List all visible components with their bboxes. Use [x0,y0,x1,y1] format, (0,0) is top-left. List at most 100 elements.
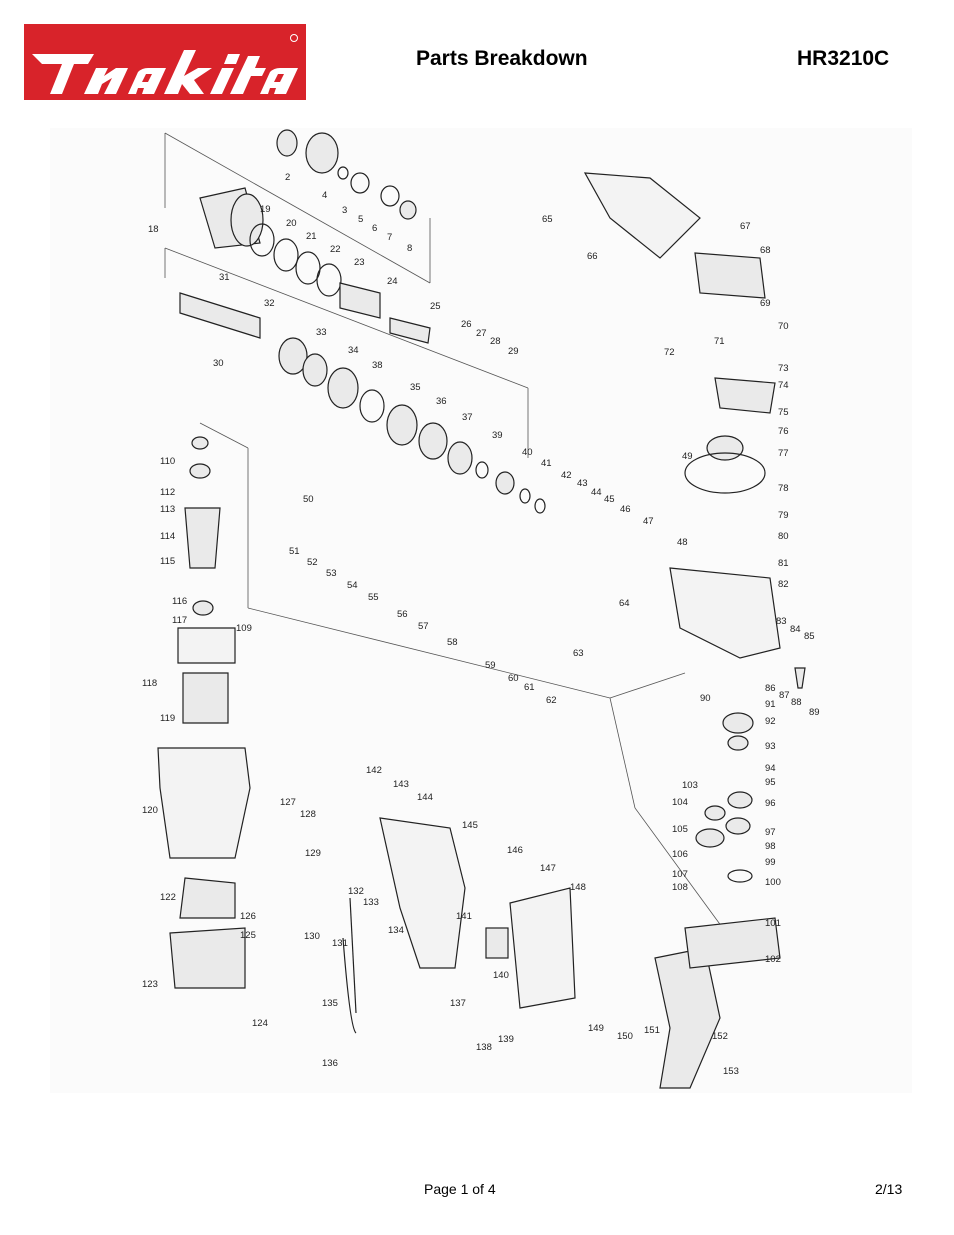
part-label: 129 [305,848,321,859]
part-label: 135 [322,998,338,1009]
part-label: 108 [672,882,688,893]
part-label: 139 [498,1034,514,1045]
part-label: 85 [804,631,815,642]
part-label: 143 [393,779,409,790]
part-label: 99 [765,857,776,868]
part-label: 93 [765,741,776,752]
part-label: 81 [778,558,789,569]
part-label: 2 [285,172,290,183]
part-label: 51 [289,546,300,557]
part-label: 105 [672,824,688,835]
part-label: 36 [436,396,447,407]
part-label: 49 [682,451,693,462]
part-label: 138 [476,1042,492,1053]
part-label: 29 [508,346,519,357]
part-label: 134 [388,925,404,936]
part-label: 34 [348,345,359,356]
part-label: 7 [387,232,392,243]
part-label: 78 [778,483,789,494]
part-label: 106 [672,849,688,860]
part-label: 52 [307,557,318,568]
part-label: 147 [540,863,556,874]
part-label: 4 [322,190,327,201]
part-label: 89 [809,707,820,718]
part-label: 128 [300,809,316,820]
part-label: 68 [760,245,771,256]
part-label: 150 [617,1031,633,1042]
part-label: 76 [778,426,789,437]
part-label: 92 [765,716,776,727]
part-label: 26 [461,319,472,330]
part-label: 102 [765,954,781,965]
part-label: 113 [160,504,175,515]
part-label: 63 [573,648,584,659]
part-label: 44 [591,487,602,498]
part-label: 21 [306,231,317,242]
part-label: 136 [322,1058,338,1069]
part-label: 47 [643,516,654,527]
part-label: 82 [778,579,789,590]
part-label: 100 [765,877,781,888]
part-label: 22 [330,244,341,255]
part-label: 80 [778,531,789,542]
part-label: 126 [240,911,256,922]
part-label: 151 [644,1025,660,1036]
part-label: 94 [765,763,776,774]
part-label: 148 [570,882,586,893]
part-label: 73 [778,363,789,374]
part-label: 46 [620,504,631,515]
part-label: 101 [765,918,781,929]
part-label: 3 [342,205,347,216]
part-label: 55 [368,592,379,603]
part-label: 48 [677,537,688,548]
part-label: 84 [790,624,801,635]
revision-date: 2/13 [875,1181,903,1197]
part-label: 133 [363,897,379,908]
part-label: 122 [160,892,176,903]
part-label: 66 [587,251,598,262]
part-label: 114 [160,531,175,542]
part-label: 75 [778,407,789,418]
part-label: 77 [778,448,789,459]
part-label: 30 [213,358,224,369]
part-label: 112 [160,487,175,498]
part-label: 103 [682,780,698,791]
part-label: 130 [304,931,320,942]
exploded-parts-diagram: 2 4 3 5 6 7 8 18 19 20 21 22 23 24 25 26… [50,128,912,1093]
part-label: 116 [172,596,187,607]
part-label: 110 [160,456,175,467]
part-label: 142 [366,765,382,776]
part-label: 115 [160,556,175,567]
part-label: 56 [397,609,408,620]
page-number: Page 1 of 4 [424,1181,496,1197]
part-label: 40 [522,447,533,458]
part-label: 20 [286,218,297,229]
part-label: 38 [372,360,383,371]
part-label: 24 [387,276,398,287]
part-label: 25 [430,301,441,312]
part-label: 109 [236,623,252,634]
part-label: 87 [779,690,790,701]
part-label: 59 [485,660,496,671]
page-title: Parts Breakdown [416,47,588,70]
part-label: 57 [418,621,429,632]
part-label: 37 [462,412,473,423]
part-label: 32 [264,298,275,309]
part-label: 28 [490,336,501,347]
part-label: 117 [172,615,187,626]
part-label: 8 [407,243,412,254]
part-label: 88 [791,697,802,708]
part-label: 91 [765,699,776,710]
part-label: 131 [332,938,348,949]
part-label: 120 [142,805,158,816]
part-label: 18 [148,224,159,235]
part-label: 69 [760,298,771,309]
part-label: 64 [619,598,630,609]
part-label: 61 [524,682,535,693]
part-label: 42 [561,470,572,481]
part-label: 35 [410,382,421,393]
part-label: 132 [348,886,364,897]
part-label: 127 [280,797,296,808]
part-label: 72 [664,347,675,358]
part-label: 96 [765,798,776,809]
